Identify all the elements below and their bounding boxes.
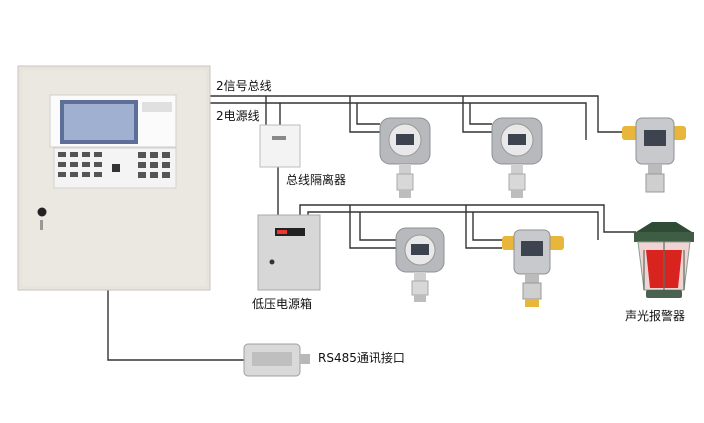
sound-light-alarm-device xyxy=(634,222,694,298)
low-voltage-psu-device xyxy=(257,214,321,291)
wire-to-isolator xyxy=(265,96,281,125)
wire-row2-power xyxy=(307,211,599,240)
label-signal-bus: 2信号总线 xyxy=(216,79,272,93)
label-bus-isolator: 总线隔离器 xyxy=(286,173,347,187)
label-sound-light-alarm: 声光报警器 xyxy=(625,309,686,323)
gas-detector-5 xyxy=(502,229,564,307)
wire-detector-3 xyxy=(349,205,396,249)
wire-detector-4 xyxy=(465,205,502,249)
wire-detector-1 xyxy=(349,96,380,133)
signal-bus-line xyxy=(208,95,622,133)
wire-detector-2 xyxy=(462,96,492,133)
gas-detector-1 xyxy=(379,117,431,198)
wiring xyxy=(107,95,636,361)
power-bus-line xyxy=(208,102,587,140)
gas-detector-4 xyxy=(395,227,445,302)
cabinet-lock xyxy=(37,207,47,217)
label-power-line: 2电源线 xyxy=(216,109,260,123)
label-rs485-interface: RS485通讯接口 xyxy=(318,351,405,365)
controller-cabinet xyxy=(17,65,211,291)
gas-detector-3 xyxy=(622,117,686,193)
wire-row2-signal xyxy=(299,204,636,233)
gas-detector-2 xyxy=(491,117,543,198)
label-low-voltage-psu: 低压电源箱 xyxy=(252,297,313,311)
wire-rs485 xyxy=(107,290,244,361)
rs485-interface-device xyxy=(243,343,310,377)
controller-keypad xyxy=(58,152,170,178)
bus-isolator-device xyxy=(259,124,301,168)
